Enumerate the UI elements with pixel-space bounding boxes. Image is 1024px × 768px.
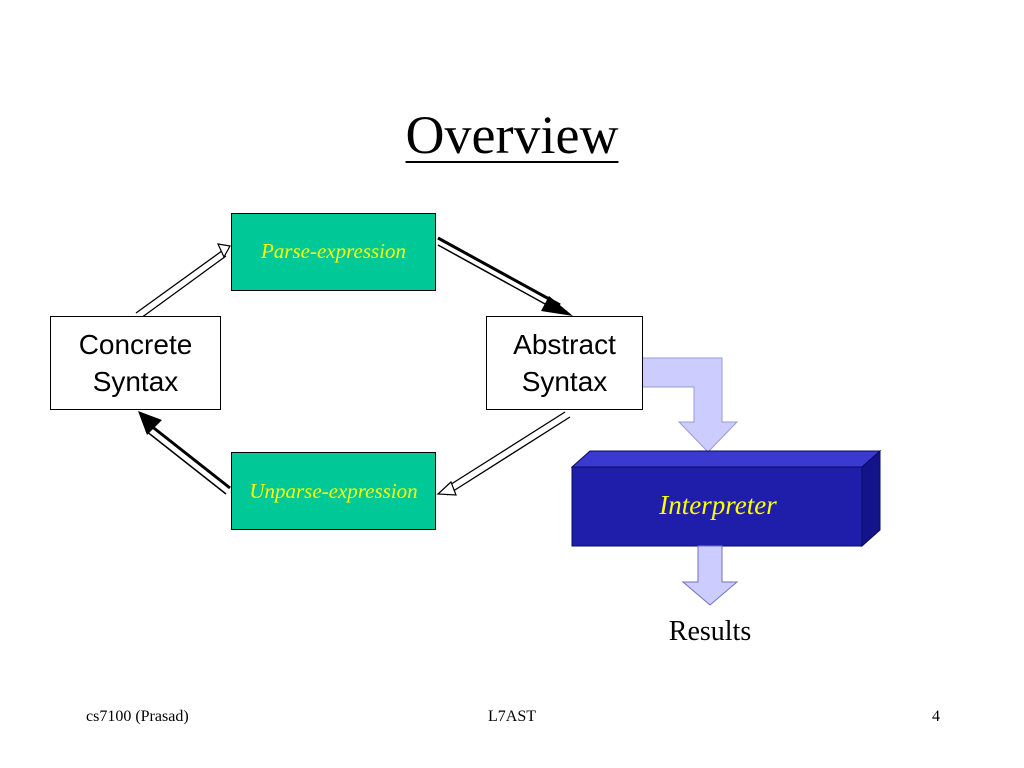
block-arrow-to-interpreter (640, 357, 739, 453)
footer-course: cs7100 (Prasad) (86, 708, 189, 725)
abstract-syntax-line2: Syntax (521, 366, 608, 397)
unparse-expression-label: Unparse-expression (249, 479, 418, 503)
unparse-expression-box: Unparse-expression (231, 452, 436, 530)
parse-expression-box: Parse-expression (231, 213, 436, 291)
abstract-syntax-box: Abstract Syntax (486, 316, 643, 410)
concrete-syntax-line1: Concrete (78, 329, 193, 360)
interpreter-block (570, 449, 882, 548)
arrow-parse-to-abstract (437, 236, 573, 316)
abstract-syntax-line1: Abstract (513, 329, 616, 360)
slide-title: Overview (405, 105, 619, 165)
parse-expression-label: Parse-expression (260, 239, 407, 263)
concrete-syntax-box: Concrete Syntax (50, 316, 221, 410)
arrow-unparse-to-concrete (138, 411, 231, 495)
results-label: Results (668, 616, 752, 647)
footer-lecture: L7AST (488, 708, 536, 725)
concrete-syntax-line2: Syntax (92, 366, 179, 397)
arrow-concrete-to-parse (135, 243, 231, 319)
footer-page-number: 4 (932, 708, 940, 725)
arrow-abstract-to-unparse (436, 411, 571, 496)
block-arrow-to-results (681, 545, 739, 606)
interpreter-label: Interpreter (659, 490, 777, 520)
